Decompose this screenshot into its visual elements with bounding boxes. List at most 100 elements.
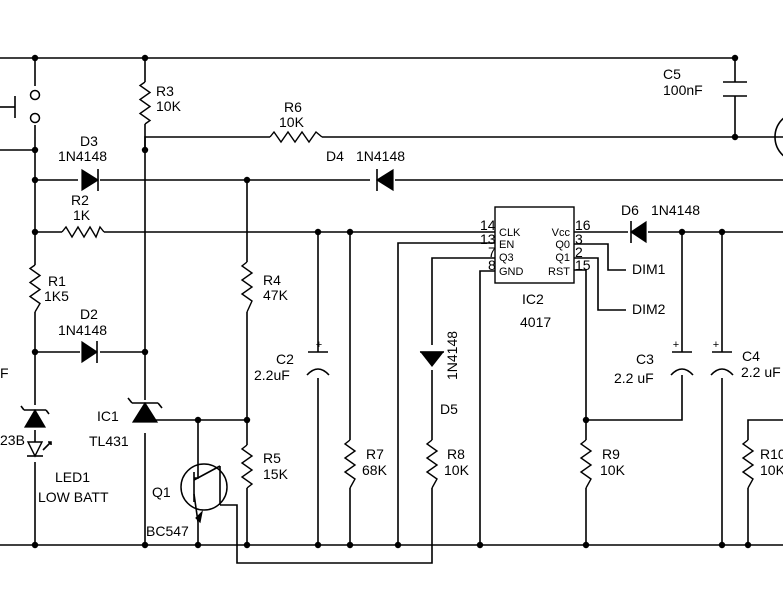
- label-c3-ref: C3: [636, 351, 654, 367]
- wires: [0, 57, 783, 564]
- label-r1-ref: R1: [48, 273, 66, 289]
- label-r7-value: 68K: [362, 462, 388, 478]
- junction-dot: [243, 176, 251, 184]
- label-q1-value: BC547: [146, 523, 189, 539]
- resistor-r10: [741, 439, 755, 489]
- label-r6-value: 10K: [279, 114, 305, 130]
- diode-d5: [419, 351, 445, 367]
- push-switch: [14, 89, 41, 124]
- led-low-batt: [26, 441, 52, 458]
- svg-text:+: +: [713, 339, 719, 351]
- label-r9-ref: R9: [602, 446, 620, 462]
- ic2-counter: CLK EN Q3 GND Vcc Q0 Q1 RST 14 13 7 8 16…: [480, 206, 591, 284]
- ic2-pinnum-q0: 3: [575, 231, 583, 247]
- label-dim1: DIM1: [632, 261, 666, 277]
- label-r10-ref: R10: [760, 446, 783, 462]
- label-r5-ref: R5: [263, 450, 281, 466]
- label-c3-value: 2.2 uF: [614, 370, 654, 386]
- diode-d2: [81, 340, 99, 364]
- resistor-r7: [343, 439, 357, 489]
- ic2-pin-q1: Q1: [555, 252, 570, 264]
- svg-text:+: +: [316, 339, 322, 351]
- label-d3-value: 1N4148: [58, 148, 107, 164]
- label-ic2-ref: IC2: [522, 291, 544, 307]
- label-q1-ref: Q1: [152, 484, 171, 500]
- junction-dot: [314, 228, 322, 236]
- junction-dot: [31, 541, 39, 549]
- label-ic1-ref: IC1: [97, 408, 119, 424]
- junction-dot: [718, 541, 726, 549]
- ic2-pinnum-q1: 2: [575, 244, 583, 260]
- output-lamp: [774, 117, 783, 157]
- junction-dot: [141, 146, 149, 154]
- capacitor-c2: +: [306, 339, 330, 376]
- junction-dot: [141, 54, 149, 62]
- label-r2-ref: R2: [71, 192, 89, 208]
- junction-dot: [731, 133, 739, 141]
- junction-dot: [31, 348, 39, 356]
- label-r4-ref: R4: [263, 272, 281, 288]
- junction-dot: [31, 146, 39, 154]
- label-r10-value: 10K: [760, 462, 783, 478]
- junction-dot: [678, 228, 686, 236]
- junction-dot: [314, 541, 322, 549]
- label-c5-ref: C5: [663, 66, 681, 82]
- ic2-pin-en: EN: [499, 239, 514, 251]
- label-d2-ref: D2: [80, 306, 98, 322]
- label-r7-ref: R7: [366, 446, 384, 462]
- resistor-r5: [240, 444, 254, 489]
- junction-dot: [141, 541, 149, 549]
- label-r9-value: 10K: [600, 462, 626, 478]
- label-r5-value: 15K: [263, 466, 289, 482]
- labels: R3 10K R6 10K C5 100nF D3 1N4148 D4 1N41…: [0, 66, 783, 539]
- label-r1-value: 1K5: [44, 288, 69, 304]
- label-c2-value: 2.2uF: [254, 367, 290, 383]
- resistor-r9: [579, 439, 593, 489]
- label-d4-value: 1N4148: [356, 148, 405, 164]
- junction-dot: [31, 228, 39, 236]
- ic2-pin-gnd: GND: [499, 266, 524, 278]
- junction-dot: [394, 541, 402, 549]
- junction-dot: [194, 416, 202, 424]
- diode-d3: [81, 168, 100, 192]
- label-led1-ref: LED1: [55, 469, 90, 485]
- label-r3-value: 10K: [156, 98, 182, 114]
- ic2-pinnum-gnd: 8: [488, 257, 496, 273]
- ic2-pinnum-clk: 14: [480, 217, 496, 233]
- label-c4-ref: C4: [742, 348, 760, 364]
- label-r3-ref: R3: [156, 83, 174, 99]
- label-c5-value: 100nF: [663, 82, 703, 98]
- junction-dot: [31, 176, 39, 184]
- junction-dot: [346, 541, 354, 549]
- label-ic2-value: 4017: [520, 314, 551, 330]
- svg-text:+: +: [673, 339, 679, 351]
- junction-dot: [243, 416, 251, 424]
- resistor-r4: [240, 261, 254, 313]
- ic2-pin-vcc: Vcc: [552, 227, 571, 239]
- label-d3-ref: D3: [80, 133, 98, 149]
- junction-dot: [582, 541, 590, 549]
- junction-dot: [141, 348, 149, 356]
- label-c4-value: 2.2 uF: [741, 364, 781, 380]
- label-led1-value: LOW BATT: [38, 489, 109, 505]
- ic2-pinnum-q3: 7: [488, 244, 496, 260]
- junction-dot: [346, 228, 354, 236]
- label-r2-value: 1K: [73, 207, 91, 223]
- junction-dot: [718, 228, 726, 236]
- capacitor-c3: +: [670, 339, 694, 376]
- label-r8-value: 10K: [444, 462, 470, 478]
- resistor-r6: [269, 130, 323, 144]
- junction-dot: [476, 541, 484, 549]
- label-r8-ref: R8: [447, 446, 465, 462]
- junction-dot: [582, 416, 590, 424]
- label-d6-value: 1N4148: [651, 202, 700, 218]
- resistor-r2: [61, 225, 105, 239]
- junction-dot: [31, 54, 39, 62]
- diode-d6: [629, 220, 647, 244]
- ic2-pin-rst: RST: [548, 266, 570, 278]
- label-r6-ref: R6: [284, 99, 302, 115]
- label-dim2: DIM2: [632, 301, 666, 317]
- label-r4-value: 47K: [263, 287, 289, 303]
- resistor-r1: [28, 264, 42, 313]
